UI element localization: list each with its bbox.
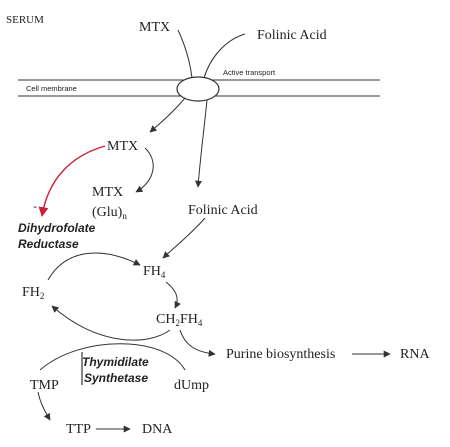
active-transport-label: Active transport — [223, 68, 276, 77]
mtx-entry-curve — [177, 29, 193, 79]
purine-label: Purine biosynthesis — [226, 347, 335, 362]
folinic-serum-label: Folinic Acid — [257, 28, 327, 43]
cell-membrane-label: Cell membrane — [26, 84, 77, 93]
mtx-glu-label-line1: MTX — [92, 185, 123, 200]
dna-label: DNA — [142, 422, 173, 437]
mtx-glu-label-line2: (Glu)n — [92, 205, 127, 221]
fh4-subscript: 4 — [161, 270, 166, 280]
serum-label: SERUM — [6, 14, 44, 26]
transporter-ellipse — [176, 76, 220, 102]
arrow-to-purine — [179, 329, 216, 357]
rna-label: RNA — [400, 347, 430, 362]
ttp-label: TTP — [66, 422, 91, 437]
arrow-fh4-to-ch2fh4 — [165, 281, 181, 309]
ch2fh4-label: CH2FH4 — [156, 312, 203, 328]
folinic-inner-label: Folinic Acid — [188, 203, 258, 218]
fh2-subscript: 2 — [40, 291, 45, 301]
ts-label-line1: Thymidilate — [82, 355, 149, 369]
fh4-label: FH4 — [143, 264, 166, 280]
tmp-label: TMP — [30, 378, 59, 393]
minus-sign: - — [33, 199, 37, 213]
dump-label: dUmp — [174, 378, 209, 393]
dhfr-label-line1: Dihydrofolate — [18, 221, 96, 235]
inhibition-arrow — [38, 145, 106, 217]
arrow-tmp-to-ttp — [37, 391, 51, 421]
fh2-label: FH2 — [22, 285, 44, 301]
mtx-glu-subscript: n — [122, 211, 127, 221]
arrow-dump-to-tmp — [39, 343, 186, 371]
ts-label-line2: Synthetase — [84, 371, 148, 385]
arrow-fh2-to-fh4 — [47, 252, 141, 281]
dhfr-label-line2: Reductase — [18, 237, 79, 251]
mtx-inner-label: MTX — [107, 139, 138, 154]
arrow-to-mtx-inner — [149, 97, 186, 133]
folinic-entry-curve — [203, 33, 246, 79]
ch2fh4-subscript-2: 4 — [198, 318, 203, 328]
arrow-mtx-to-polyglutamate — [135, 147, 154, 193]
arrow-ch2fh4-to-fh2 — [51, 305, 171, 341]
arrow-folinic-to-fh4 — [162, 217, 206, 259]
ch2fh4-subscript-1: 2 — [175, 318, 180, 328]
arrow-to-folinic-inner — [194, 99, 208, 188]
mtx-serum-label: MTX — [139, 20, 170, 35]
